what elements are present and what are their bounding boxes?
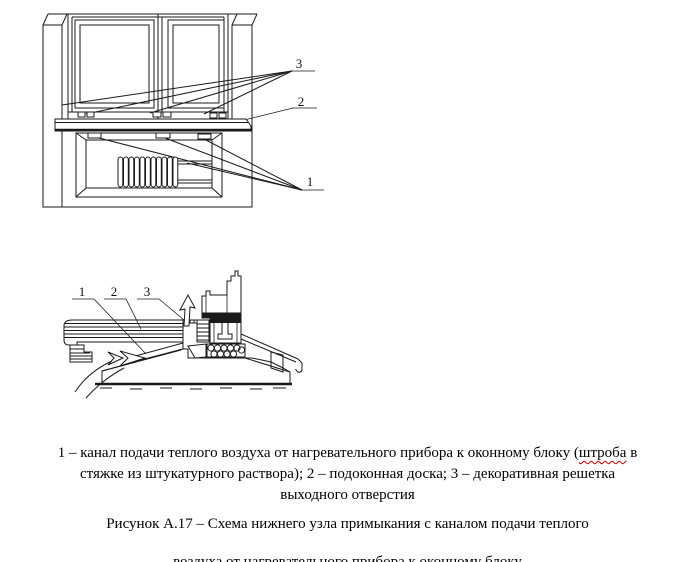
label-3-bottom: 3	[144, 284, 151, 299]
figure-legend: 1 – канал подачи теплого воздуха от нагр…	[0, 443, 695, 506]
window-heating-scheme-figure: 3 2 1	[42, 13, 324, 399]
legend-line1-suffix: в	[626, 445, 638, 461]
label-3-top: 3	[296, 56, 303, 71]
radiator-pipes	[178, 160, 212, 184]
top-diagram: 3 2 1	[42, 13, 324, 208]
legend-line2: стяжке из штукатурного раствора); 2 – по…	[79, 466, 615, 482]
figure-title-line1: Рисунок А.17 – Схема нижнего узла примык…	[106, 516, 589, 532]
insulation-wedge-right	[270, 351, 284, 373]
right-sash	[167, 19, 225, 109]
bottom-diagram: 1 2 3	[63, 270, 303, 399]
legend-line3: выходного отверстия	[280, 487, 415, 503]
airflow-arrows	[74, 350, 147, 399]
leader-lines-1	[94, 136, 303, 191]
outlet-grilles	[77, 111, 227, 119]
misspelled-word: штроба	[578, 445, 627, 461]
leader-lines-3	[61, 70, 293, 115]
frame-profile	[209, 317, 242, 344]
support-pads	[206, 343, 246, 358]
legend-line1-prefix: 1 – канал подачи теплого воздуха от нагр…	[57, 445, 579, 461]
air-up-arrow	[179, 293, 196, 327]
ground-hatch	[100, 387, 286, 390]
left-sash	[74, 19, 155, 109]
radiator	[117, 156, 212, 188]
wall-outline	[42, 25, 253, 208]
figure-title-line2: воздуха от нагревательного прибора к око…	[173, 554, 522, 562]
sash-profile	[201, 270, 242, 319]
channel-openings	[87, 132, 212, 140]
sill-board-section	[63, 319, 184, 363]
label-1-top: 1	[307, 174, 314, 189]
insulation-wedge-left	[187, 343, 207, 359]
exterior-drip-sill	[240, 333, 303, 373]
label-1-bottom: 1	[79, 284, 86, 299]
label-2-top: 2	[298, 94, 305, 109]
sill-board	[54, 118, 252, 132]
concrete-base	[95, 348, 292, 390]
label-2-bottom: 2	[111, 284, 118, 299]
sill-strip	[196, 319, 210, 343]
